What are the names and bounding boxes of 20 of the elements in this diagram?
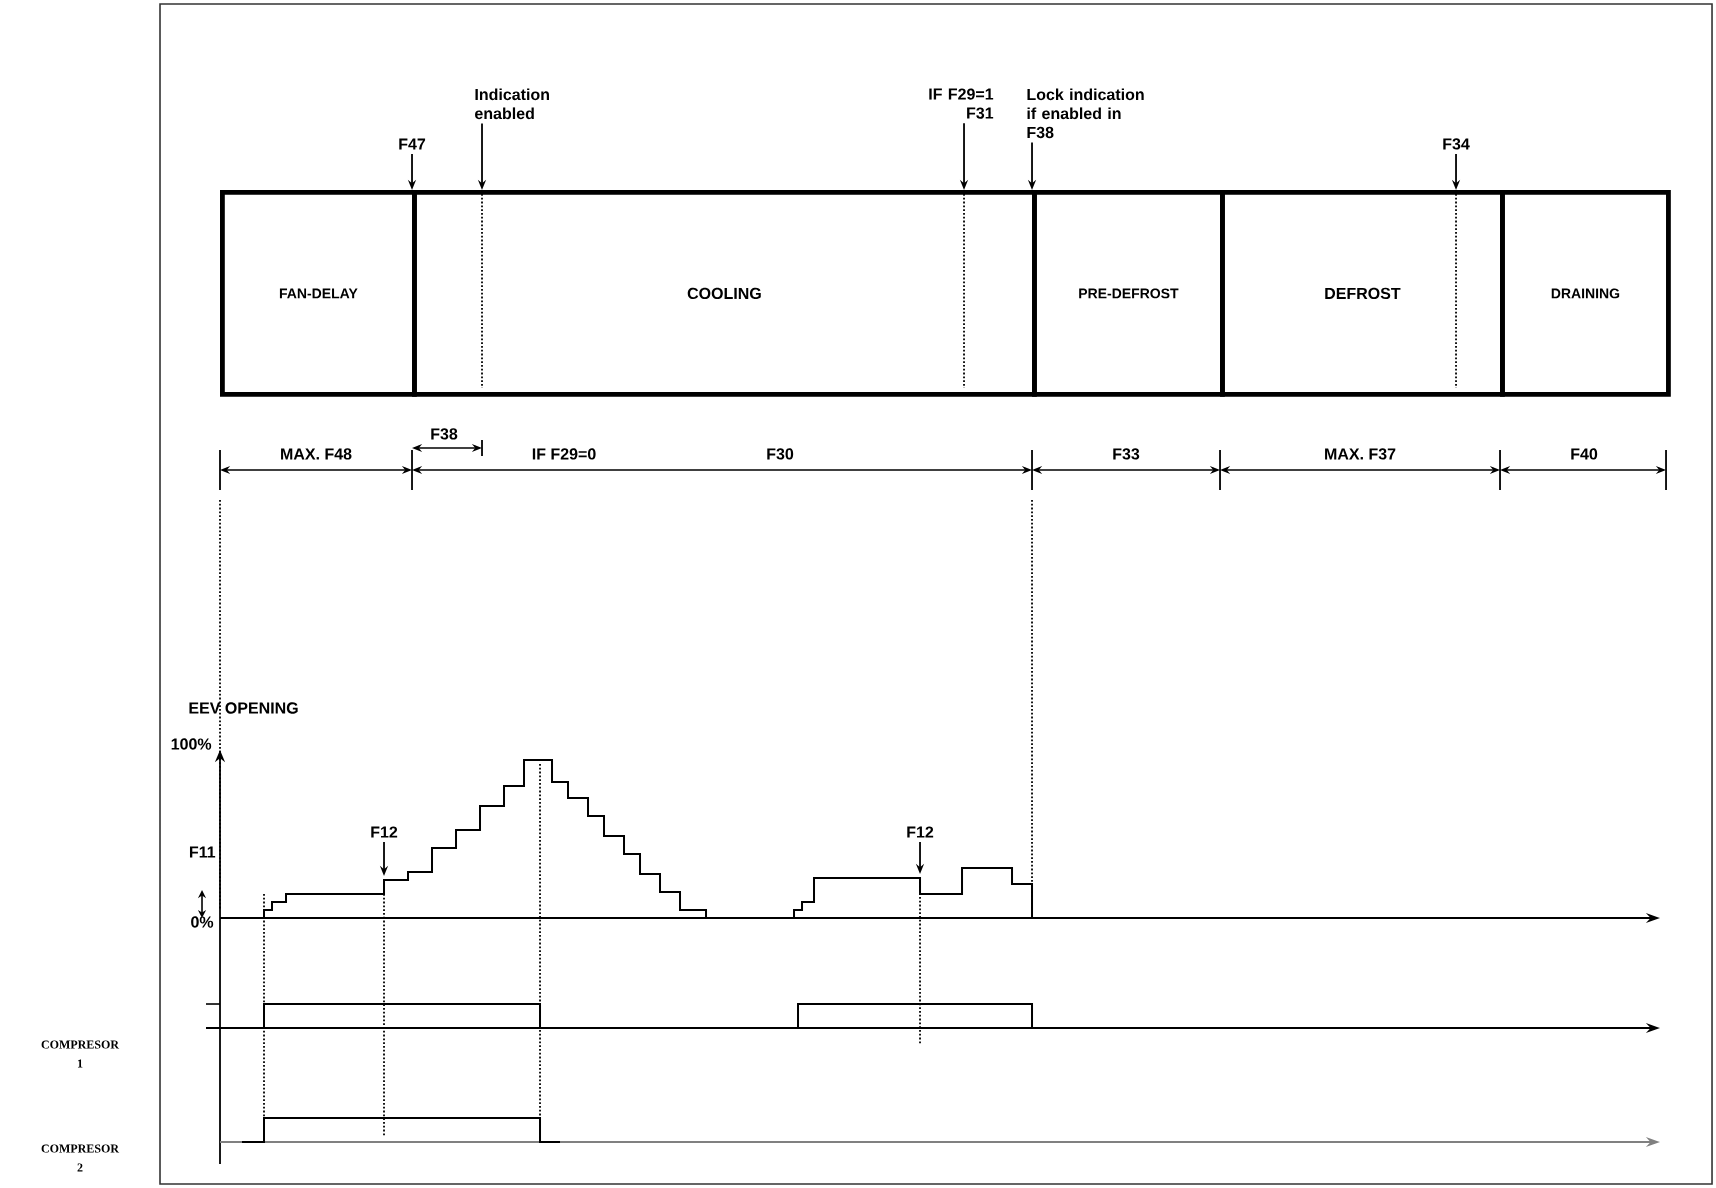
label: F33 [1113, 448, 1140, 460]
label: EEV OPENING [189, 702, 298, 714]
label: IF F29=0 [532, 448, 596, 460]
label: F40 [1571, 448, 1598, 460]
label: 100% [171, 738, 212, 750]
marker-label: F47 [399, 138, 426, 150]
marker-label: IF F29=1 F31 [929, 88, 994, 119]
label: F12 [371, 826, 398, 838]
phase-box: DEFROST [1220, 190, 1505, 397]
label: MAX. F48 [281, 448, 352, 460]
marker-label: Indication enabled [475, 88, 549, 120]
phase-box: COOLING [412, 190, 1037, 397]
label: F11 [190, 846, 216, 858]
label: F12 [907, 826, 934, 838]
marker-label: Lock indication if enabled in F38 [1027, 88, 1144, 139]
marker-label: F34 [1443, 138, 1470, 150]
label: MAX. F37 [1325, 448, 1396, 460]
label: F30 [767, 448, 794, 460]
label: 0% [191, 916, 214, 928]
label: F38 [431, 428, 458, 440]
